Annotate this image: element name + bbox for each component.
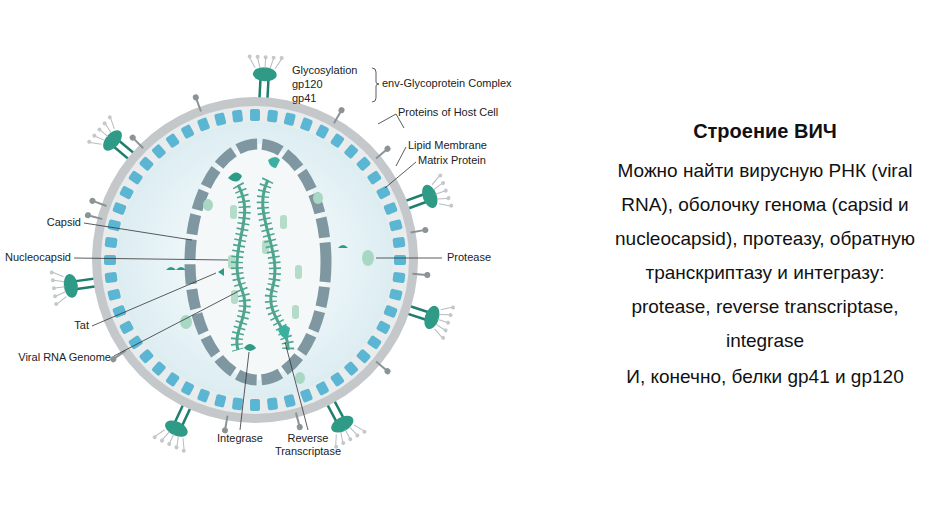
body-text: И, конечно, белки gp41 и gp120 xyxy=(605,360,925,394)
part-label: Nucleocapsid xyxy=(5,251,71,264)
capsid xyxy=(190,144,326,380)
reverse-transcriptase xyxy=(268,157,290,338)
viral-rna xyxy=(237,180,288,350)
leader-lines xyxy=(74,68,442,430)
part-label: Proteins of Host Cell xyxy=(398,106,498,119)
part-label: Lipid Membrane xyxy=(408,139,487,152)
part-label: gp41 xyxy=(292,92,316,105)
part-label: Glycosylation xyxy=(292,64,357,77)
part-label: Reverse Transcriptase xyxy=(268,432,348,458)
integrase xyxy=(228,172,256,351)
part-label: Capsid xyxy=(47,216,81,229)
part-label: env-Glycoprotein Complex xyxy=(382,77,512,90)
host-cell-protein xyxy=(84,94,430,434)
tat xyxy=(166,245,348,276)
matrix-protein xyxy=(104,109,406,411)
part-label: Viral RNA Genome xyxy=(18,351,111,364)
part-label: Integrase xyxy=(217,432,263,445)
part-label: Protease xyxy=(447,251,491,264)
part-label: Matrix Protein xyxy=(418,154,486,167)
title: Строение ВИЧ xyxy=(605,120,925,143)
part-label: gp120 xyxy=(292,78,323,91)
body-text: Можно найти вирусную РНК (viral RNA), об… xyxy=(605,154,925,358)
env-spike xyxy=(49,54,455,453)
protease xyxy=(180,192,374,384)
lipid-membrane xyxy=(92,97,418,423)
part-label: Tat xyxy=(74,319,89,332)
